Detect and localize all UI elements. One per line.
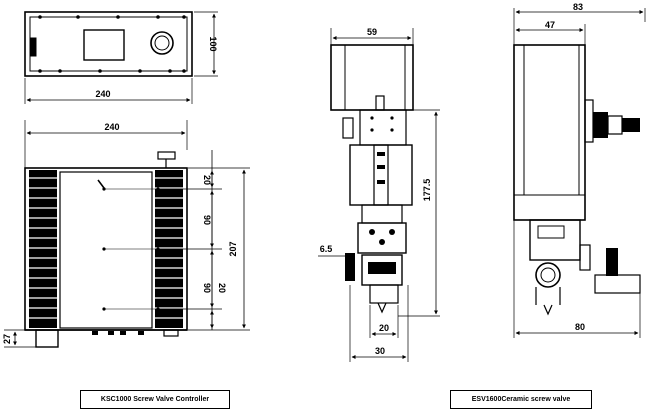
valve-front-height-label: 177.5 bbox=[422, 179, 432, 202]
valve-side-base-width-label: 80 bbox=[575, 322, 585, 332]
controller-foot-label: 27 bbox=[2, 334, 12, 344]
left-heatsink-fins bbox=[29, 177, 57, 319]
controller-front-height-label: 207 bbox=[228, 241, 238, 256]
controller-caption: KSC1000 Screw Valve Controller bbox=[80, 390, 230, 409]
controller-lower-left-label: 90 bbox=[202, 283, 212, 293]
controller-top-view bbox=[24, 11, 218, 104]
knob bbox=[150, 31, 174, 55]
controller-front-width-label: 240 bbox=[104, 122, 119, 132]
display-window bbox=[83, 29, 125, 61]
controller-upper-label: 20 bbox=[202, 175, 212, 185]
valve-caption: ESV1600Ceramic screw valve bbox=[450, 390, 592, 409]
valve-side-body-width-label: 47 bbox=[545, 20, 555, 30]
valve-offset-label: 6.5 bbox=[320, 244, 333, 254]
right-heatsink-fins bbox=[155, 177, 183, 319]
controller-top-width-label: 240 bbox=[95, 89, 110, 99]
screw-holes bbox=[38, 15, 186, 73]
valve-inner-width-label: 20 bbox=[379, 323, 389, 333]
valve-side-overall-width-label: 83 bbox=[573, 2, 583, 12]
controller-mid-label: 90 bbox=[202, 215, 212, 225]
valve-base-width-label: 30 bbox=[375, 346, 385, 356]
controller-lower-right-label: 20 bbox=[217, 283, 227, 293]
valve-front-view bbox=[318, 28, 440, 362]
controller-top-height-label: 100 bbox=[208, 36, 218, 51]
controller-front-view bbox=[4, 120, 250, 348]
valve-front-width-label: 59 bbox=[367, 27, 377, 37]
valve-side-view bbox=[513, 8, 646, 338]
